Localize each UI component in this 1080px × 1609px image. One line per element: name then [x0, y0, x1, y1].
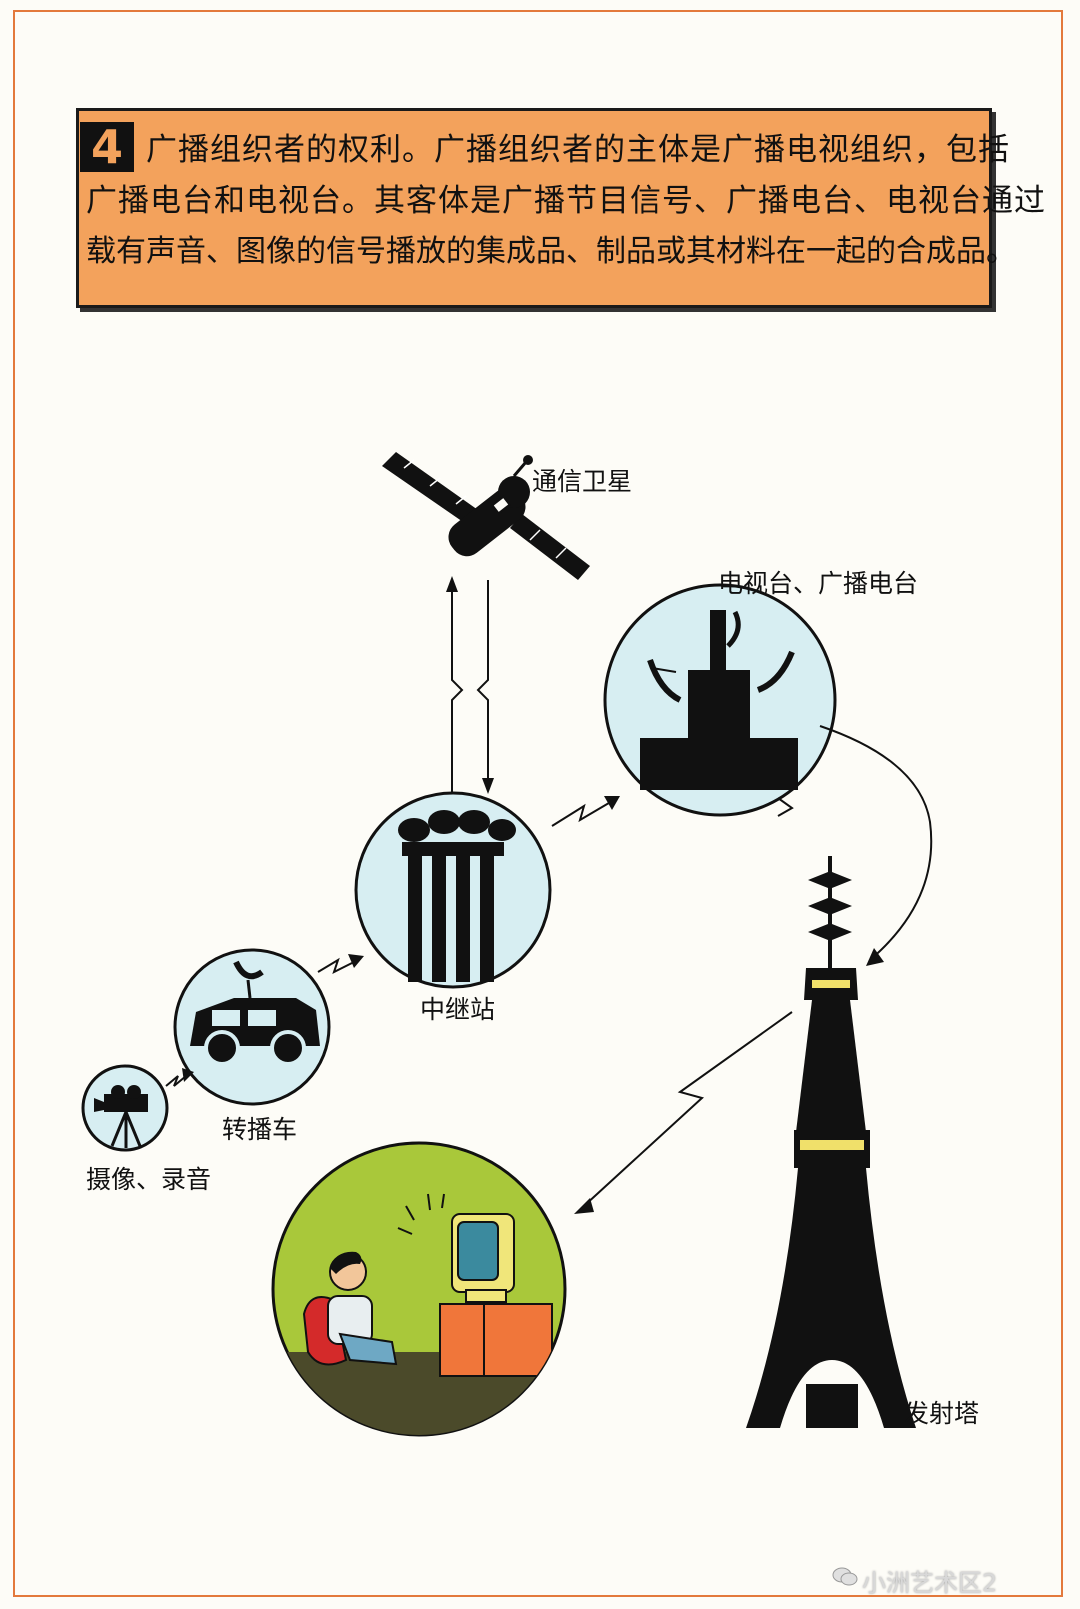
relay-to-station-link: [551, 796, 620, 827]
station-to-tower-link: [777, 725, 933, 966]
van-to-relay-link: [317, 954, 364, 974]
caption-line-1: 广播组织者的权利。广播组织者的主体是广播电视组织，包括: [146, 132, 1010, 168]
camera-to-van-link: [165, 1068, 194, 1087]
caption-line-2: 广播电台和电视台。其客体是广播节目信号、广播电台、电视台通过: [86, 183, 1046, 219]
tower-to-viewer-link: [574, 1011, 793, 1214]
uplink-arrows: [446, 576, 494, 795]
label-station: 电视台、广播电台: [718, 569, 919, 598]
satellite-icon: [382, 452, 590, 580]
wechat-icon: [832, 1567, 858, 1586]
label-satellite: 通信卫星: [532, 467, 633, 496]
relay-station-icon: [354, 791, 552, 989]
caption-line-3: 载有声音、图像的信号播放的集成品、制品或其材料在一起的合成品。: [86, 234, 1016, 269]
label-relay: 中继站: [420, 995, 496, 1024]
broadcast-van-icon: [173, 948, 331, 1106]
caption-box: [76, 108, 992, 308]
watermark-text: 小洲艺术区2: [862, 1569, 998, 1597]
page-frame: [13, 10, 1063, 1597]
caption-number: 4: [80, 122, 134, 172]
label-camera: 摄像、录音: [86, 1165, 212, 1194]
label-van: 转播车: [222, 1115, 298, 1144]
camera-icon: [81, 1064, 169, 1152]
tv-viewer-scene: [271, 1141, 567, 1437]
transmission-tower-icon: [746, 856, 916, 1428]
label-tower: 发射塔: [904, 1399, 980, 1428]
station-icon: [603, 583, 837, 817]
